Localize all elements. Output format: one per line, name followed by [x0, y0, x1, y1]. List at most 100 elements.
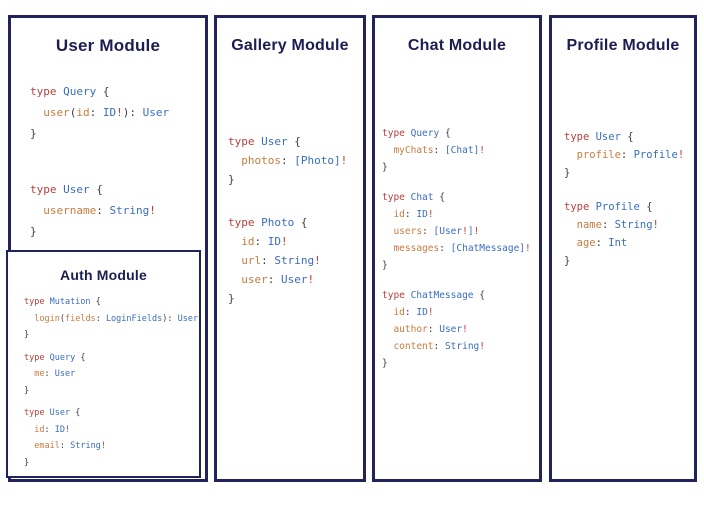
- code-line: login(fields: LoginFields): User: [24, 311, 199, 328]
- token-punctuation: [382, 324, 393, 335]
- token-exclamation: !: [314, 254, 321, 267]
- token-punctuation: {: [300, 216, 308, 229]
- token-type: User: [439, 324, 463, 335]
- code-line: type User {: [24, 405, 199, 422]
- token-keyword: type: [564, 201, 596, 213]
- token-field: messages: [393, 243, 440, 254]
- code-line: }: [564, 164, 694, 182]
- code-block: type User { profile: Profile!}: [564, 128, 694, 182]
- token-exclamation: !: [65, 424, 71, 435]
- code-line: id: ID!: [382, 206, 539, 223]
- token-punctuation: [24, 425, 34, 435]
- token-punctuation: [24, 369, 34, 379]
- code-line: type Photo {: [228, 213, 363, 232]
- token-punctuation: }: [382, 358, 388, 369]
- code-block: type User { username: String!}: [30, 179, 205, 242]
- token-type: User: [142, 106, 170, 119]
- token-punctuation: }: [24, 457, 30, 468]
- code-line: username: String!: [30, 200, 205, 221]
- token-punctuation: [382, 307, 393, 318]
- token-type: ID: [54, 424, 65, 435]
- code-line: me: User: [24, 366, 199, 383]
- token-type: ID: [416, 209, 428, 220]
- code-line: }: [382, 257, 539, 274]
- token-punctuation: [564, 237, 577, 249]
- token-field: user: [241, 273, 268, 286]
- token-field: fields: [64, 313, 96, 324]
- token-type: Query: [63, 85, 103, 98]
- token-punctuation: {: [75, 408, 81, 418]
- token-field: id: [76, 106, 90, 119]
- token-field: login: [34, 313, 60, 324]
- token-type: Profile: [633, 149, 678, 161]
- token-keyword: type: [30, 183, 64, 196]
- token-field: user: [43, 106, 70, 119]
- token-punctuation: }: [382, 260, 388, 271]
- token-exclamation: !: [281, 235, 288, 248]
- token-field: id: [241, 235, 255, 248]
- token-field: content: [393, 341, 434, 352]
- token-field: profile: [576, 149, 621, 161]
- token-type: Int: [608, 237, 628, 249]
- code-line: type Mutation {: [24, 294, 199, 311]
- token-punctuation: :: [404, 209, 417, 220]
- code-block: type Query { me: User}: [24, 350, 199, 400]
- token-punctuation: :: [439, 243, 451, 254]
- token-punctuation: :: [433, 341, 445, 352]
- code-line: id: ID!: [228, 232, 363, 251]
- code-block: type Photo { id: ID! url: String! user: …: [228, 213, 363, 308]
- token-punctuation: {: [80, 352, 86, 363]
- code-block: type Mutation { login(fields: LoginField…: [24, 294, 199, 344]
- token-punctuation: [382, 226, 393, 237]
- code-line: type User {: [30, 179, 205, 200]
- code-line: type ChatMessage {: [382, 287, 539, 304]
- token-type: User: [63, 183, 97, 196]
- code-auth-module: type Mutation { login(fields: LoginField…: [24, 294, 199, 471]
- code-user-module: type Query { user(id: ID!): User}type Us…: [30, 81, 205, 242]
- token-punctuation: }: [564, 255, 571, 267]
- token-exclamation: !: [462, 226, 468, 237]
- token-type: ID: [267, 235, 281, 248]
- token-punctuation: ):: [122, 106, 143, 119]
- panel-profile-module: Profile Module type User { profile: Prof…: [549, 15, 697, 482]
- token-punctuation: :: [261, 254, 275, 267]
- token-type: [Chat]: [444, 145, 480, 156]
- token-punctuation: :: [595, 237, 609, 249]
- token-field: me: [34, 369, 45, 379]
- token-punctuation: {: [627, 131, 634, 143]
- token-punctuation: }: [30, 225, 37, 238]
- token-punctuation: }: [24, 385, 30, 396]
- token-keyword: type: [564, 131, 596, 143]
- code-line: name: String!: [564, 216, 694, 234]
- code-line: type Chat {: [382, 189, 539, 206]
- token-type: Query: [410, 128, 445, 139]
- token-exclamation: !: [473, 226, 480, 237]
- token-punctuation: {: [479, 290, 485, 301]
- token-type: [Photo]: [294, 154, 341, 167]
- token-punctuation: :: [267, 273, 281, 286]
- token-punctuation: :: [59, 441, 71, 451]
- code-line: }: [24, 327, 199, 344]
- code-block: type Chat { id: ID! users: [User!]! mess…: [382, 189, 539, 274]
- code-line: messages: [ChatMessage]!: [382, 240, 539, 257]
- token-type: User: [177, 313, 199, 324]
- token-field: url: [241, 254, 262, 267]
- token-punctuation: }: [382, 162, 388, 173]
- token-field: id: [393, 307, 405, 318]
- token-punctuation: [228, 254, 241, 267]
- token-field: age: [576, 237, 596, 249]
- panel-title-profile-module: Profile Module: [566, 37, 680, 54]
- token-keyword: type: [30, 85, 64, 98]
- token-punctuation: [24, 314, 34, 324]
- code-line: type Query {: [24, 350, 199, 367]
- token-punctuation: (: [59, 313, 65, 324]
- token-type: String: [444, 341, 480, 352]
- token-field: users: [393, 226, 423, 237]
- token-punctuation: [228, 154, 241, 167]
- token-punctuation: [382, 341, 393, 352]
- token-exclamation: !: [479, 145, 486, 156]
- token-punctuation: }: [30, 127, 37, 140]
- code-line: type Profile {: [564, 198, 694, 216]
- code-line: }: [564, 252, 694, 270]
